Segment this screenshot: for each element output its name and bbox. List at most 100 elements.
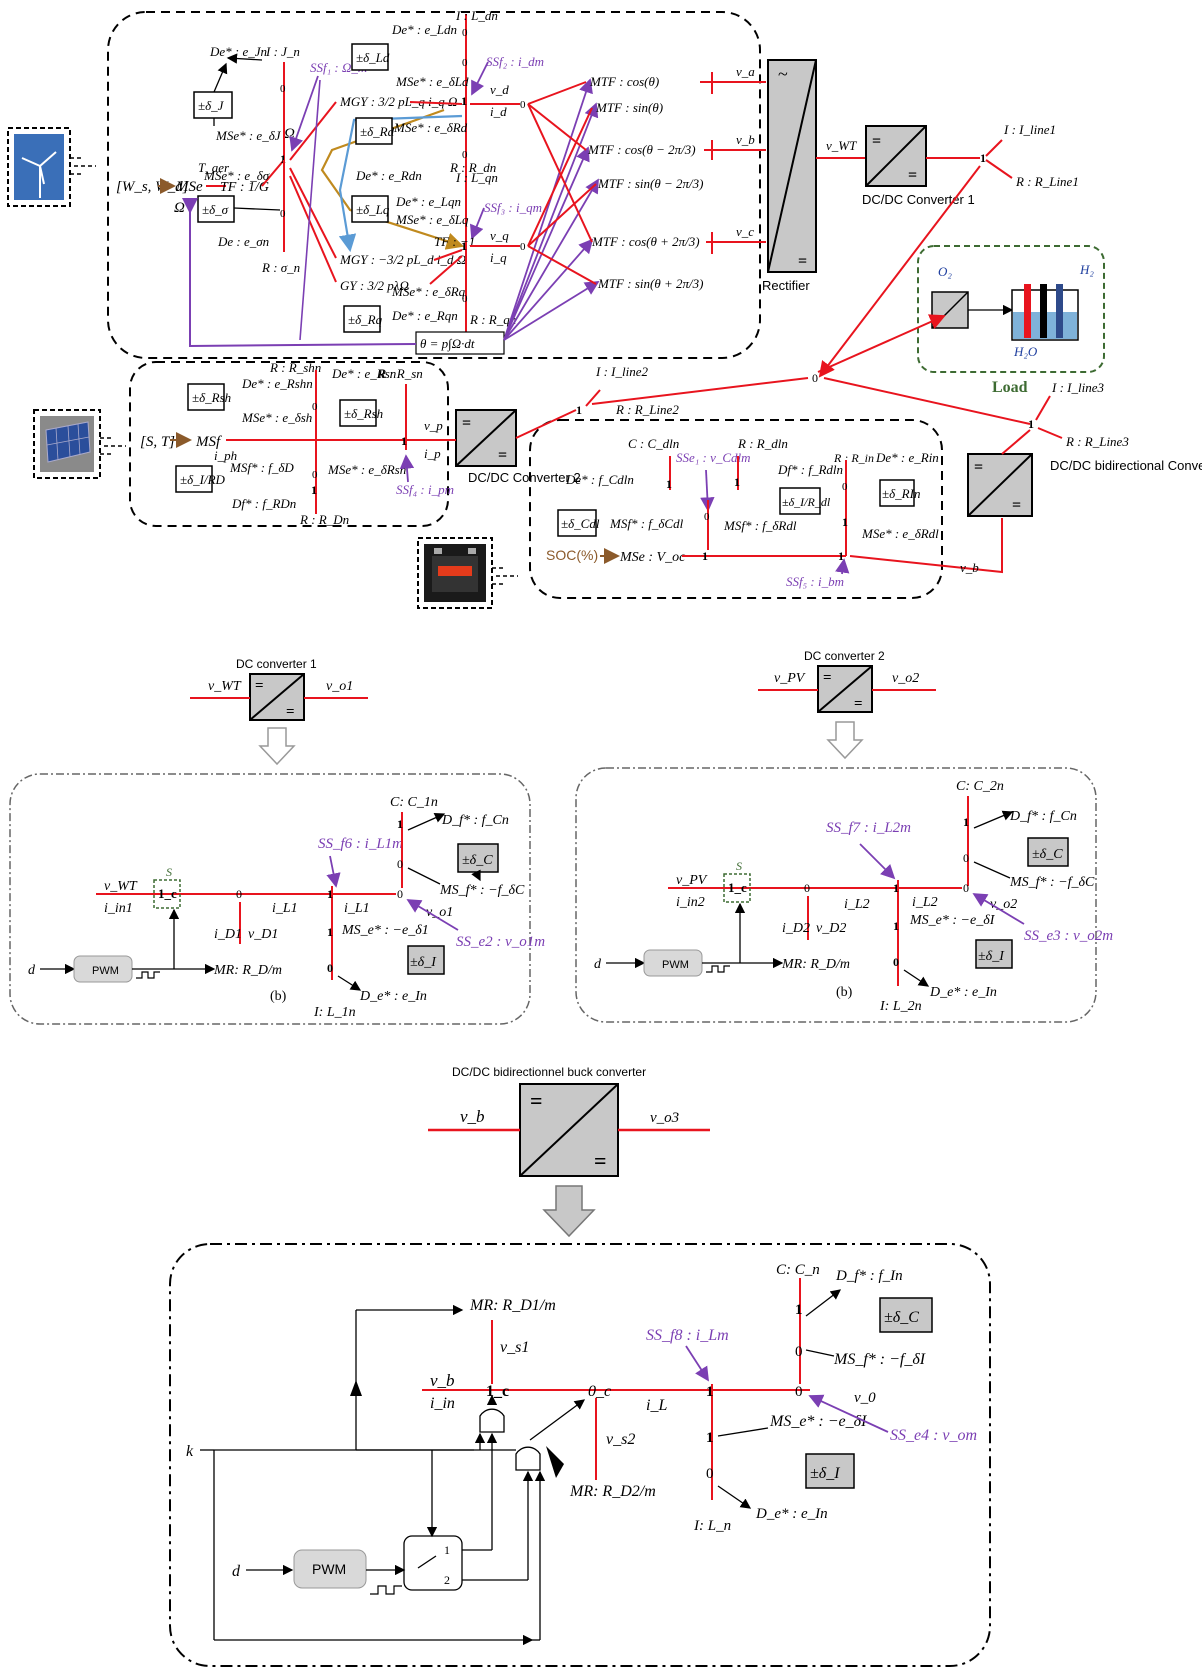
conv2-switch-box <box>723 873 751 903</box>
battery-subsystem-frame <box>529 419 943 599</box>
wind-pm-s-box <box>197 195 235 223</box>
wind-mse-rq: MSe* : e_δRq <box>391 284 466 299</box>
conv3-de: D_e* : e_In <box>755 1506 828 1522</box>
svg-text:1: 1 <box>706 1384 714 1400</box>
svg-text:=: = <box>594 1148 607 1173</box>
bat-msf-c: MSf* : f_δCdl <box>609 516 684 531</box>
wind-vc: v_c <box>736 224 754 239</box>
wind-pm-ld-box <box>351 43 389 71</box>
bat-df-dl: Df* : f_Rdln <box>777 462 843 477</box>
conv3-vout: v_o3 <box>650 1110 679 1126</box>
wind-mse-ld: MSe* : e_δLd <box>395 74 469 89</box>
and-gate-2 <box>515 1446 541 1471</box>
conv3-oc: 0_c <box>588 1383 611 1400</box>
line1-i: I : I_line1 <box>1003 122 1056 137</box>
conv2-vin: v_PV <box>774 671 806 686</box>
svg-text:1: 1 <box>327 887 333 901</box>
svg-text:1: 1 <box>461 94 467 108</box>
selector-switch <box>403 1535 463 1591</box>
bidi-label: DC/DC bidirectional Converter <box>1050 458 1202 473</box>
svg-text:=: = <box>255 678 264 694</box>
conv1-mr: MR: R_D/m <box>213 963 282 978</box>
conv3-pwm: PWM <box>312 1561 346 1577</box>
wind-pm-lq: ±δ_Lq <box>356 202 390 217</box>
load-label: Load <box>992 379 1028 396</box>
svg-text:1: 1 <box>893 919 899 933</box>
pv-mse-rsh: MSe* : e_δsh <box>241 410 312 425</box>
svg-text:0: 0 <box>280 83 286 95</box>
bat-mse-in: MSe* : e_δRdl <box>861 526 939 541</box>
wind-mse-rd: MSe* : e_δRd <box>393 120 468 135</box>
load-frame <box>917 245 1105 373</box>
pv-msf: MSf <box>195 434 222 450</box>
conv3-i: I: L_n <box>693 1518 731 1534</box>
conv3-mr2: MR: R_D2/m <box>569 1483 656 1500</box>
conv1-onec: 1_c <box>158 886 177 901</box>
wind-vwt: v_WT <box>826 138 857 153</box>
wind-pm-j: ±δ_J <box>198 98 225 113</box>
conv3-frame <box>169 1243 991 1667</box>
bat-de-in: De* : e_Rin <box>875 450 939 465</box>
wind-vq: v_q <box>490 228 509 243</box>
pv-pm-rs: ±δ_Rsh <box>344 406 383 421</box>
wind-pm-rq-box <box>343 305 381 333</box>
rectifier-block: ~ = <box>767 59 817 273</box>
conv3-expand-arrow <box>542 1185 596 1238</box>
wind-vb: v_b <box>736 132 755 147</box>
svg-text:0: 0 <box>397 887 403 901</box>
wind-vd: v_d <box>490 82 509 97</box>
wind-mse-es: MSe* : e_δσ <box>203 168 270 183</box>
svg-text:0: 0 <box>462 27 468 39</box>
wind-de-rd: De* : e_Rdn <box>355 168 422 183</box>
dcdc-converter-1-block: = = <box>865 125 927 187</box>
conv3-sw1: 1 <box>444 1543 450 1557</box>
conv2-iin: i_in2 <box>676 895 705 910</box>
battery-icon <box>417 537 518 609</box>
conv3-sse: SS_e4 : v_om <box>890 1427 977 1444</box>
conv2-mse: MS_e* : −e_δI <box>909 913 996 928</box>
conv2-ssf: SS_f7 : i_L2m <box>826 820 911 836</box>
wind-mse-dj: MSe* : e_δJ <box>215 128 282 143</box>
conv1-title: DC converter 1 <box>236 657 317 671</box>
svg-text:0: 0 <box>520 241 526 253</box>
svg-text:0: 0 <box>312 469 318 481</box>
wind-theta: θ = p∫Ω·dt <box>420 336 475 352</box>
wind-mgy2: MGY : −3/2 pL_d i_d Ω <box>339 252 466 267</box>
svg-text:0: 0 <box>795 1384 803 1400</box>
dcdc-bidirectional-block: = = <box>967 453 1033 517</box>
wind-r-rq: R : R_qn <box>469 312 516 327</box>
pv-pm-rsh-box <box>187 383 225 411</box>
conv2-msf: MS_f* : −f_δC <box>1009 875 1095 890</box>
svg-text:=: = <box>1012 497 1021 514</box>
bat-r-dl: R : R_dln <box>737 436 788 451</box>
wind-tf: TF : 1/G <box>220 180 269 195</box>
bat-pm-in-box <box>879 479 915 507</box>
pv-r-rsh: R : R_shn <box>269 360 321 375</box>
conv1-c: C: C_1n <box>390 795 438 810</box>
conv1-switch-box <box>153 879 181 909</box>
line3-r: R : R_Line3 <box>1065 434 1129 449</box>
bat-soc: SOC(%) <box>546 547 598 563</box>
wind-pm-s: ±δ_σ <box>202 202 229 217</box>
conv1-ssf: SS_f6 : i_L1m <box>318 836 403 852</box>
mtf-2: MTF : sin(θ) <box>595 100 663 115</box>
line2-i: I : I_line2 <box>595 364 648 379</box>
conv1-mse: MS_e* : −e_δ1 <box>341 923 429 938</box>
pv-r-rs: R : R_sn <box>377 366 423 381</box>
conv2-s: S <box>736 859 742 873</box>
theta-box <box>415 331 505 355</box>
wind-i-ld: I : L_dn <box>455 8 498 23</box>
conv1-de: D_e* : e_In <box>359 989 427 1004</box>
bat-pm-c-box <box>557 509 597 537</box>
conv1-il: i_L1 <box>272 901 298 916</box>
wind-pm-j-box <box>193 91 233 119</box>
conv2-vout: v_o2 <box>892 671 919 686</box>
conv1-pmi: ±δ_I <box>410 955 437 970</box>
conv1-vin: v_WT <box>208 679 242 694</box>
conv2-pmc: ±δ_C <box>1032 847 1063 862</box>
svg-text:0: 0 <box>236 887 242 901</box>
conv3-title: DC/DC bidirectionnel buck converter <box>452 1065 646 1079</box>
pv-vp: v_p <box>424 418 443 433</box>
dcdc-converter-2-block: = = <box>455 409 517 467</box>
svg-text:=: = <box>854 696 863 712</box>
